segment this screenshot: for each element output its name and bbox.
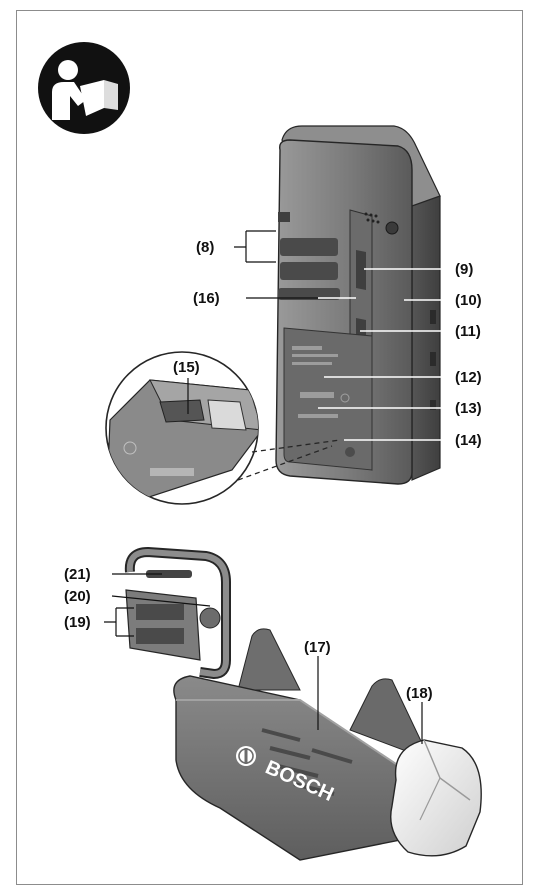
callout-18: (18) (406, 685, 433, 702)
callout-10: (10) (455, 292, 482, 309)
callout-11: (11) (455, 323, 481, 340)
figure-frame (16, 10, 523, 885)
callout-14: (14) (455, 432, 482, 449)
leader-lines (104, 230, 452, 744)
callout-19: (19) (64, 614, 91, 631)
callout-17: (17) (304, 639, 331, 656)
bosch-armature-icon (236, 746, 256, 766)
callout-16: (16) (193, 290, 220, 307)
callout-20: (20) (64, 588, 91, 605)
read-manual-icon (38, 42, 130, 134)
callout-21: (21) (64, 566, 91, 583)
callout-13: (13) (455, 400, 482, 417)
callout-15: (15) (173, 359, 200, 376)
callout-9: (9) (455, 261, 473, 278)
callout-8: (8) (196, 239, 214, 256)
receiver-device (275, 125, 441, 485)
holder-device (124, 547, 482, 861)
callout-12: (12) (455, 369, 482, 386)
detail-magnifier (105, 351, 341, 505)
